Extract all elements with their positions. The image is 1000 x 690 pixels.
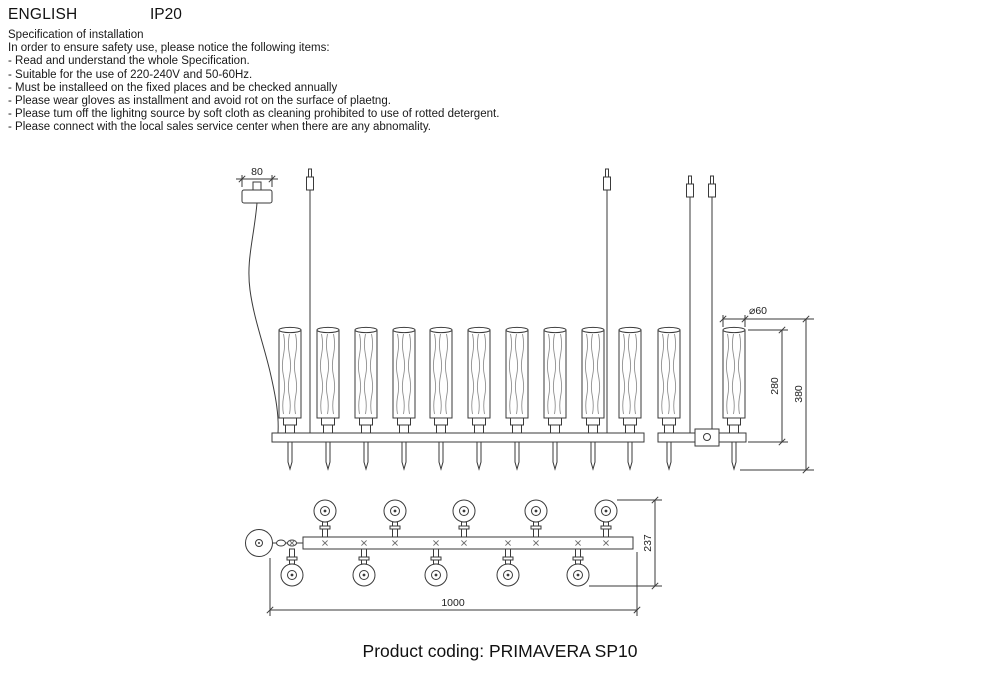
glass-shade <box>618 326 642 434</box>
finial <box>287 441 293 470</box>
glass-shade <box>657 326 681 434</box>
finial <box>514 441 520 470</box>
canopy-top <box>245 529 273 557</box>
spec-item: - Please connect with the local sales se… <box>8 121 431 134</box>
finial <box>666 441 672 470</box>
finial <box>363 441 369 470</box>
power-cord <box>248 202 279 434</box>
dim-label-fixture-height: 380 <box>793 385 805 403</box>
frame-bar-top <box>302 536 634 550</box>
center-hub <box>694 428 720 447</box>
front-view <box>236 168 645 470</box>
top-view <box>245 496 662 616</box>
spec-item: - Read and understand the whole Specific… <box>8 55 250 68</box>
finial <box>476 441 482 470</box>
dim-label-fixture-length: 1000 <box>441 597 465 609</box>
side-view <box>657 175 814 474</box>
ip-rating-label: IP20 <box>150 6 182 23</box>
lamp-row-lower <box>280 539 590 587</box>
suspension-rod <box>708 175 716 433</box>
finial <box>552 441 558 470</box>
dimension-fixture-height <box>740 315 814 474</box>
suspension-rod <box>306 168 314 433</box>
spec-item: - Suitable for the use of 220-240V and 5… <box>8 68 253 81</box>
glass-shade <box>392 326 416 434</box>
dimension-shade-height <box>748 326 788 446</box>
dim-label-shade-diameter: ⌀60 <box>749 305 767 317</box>
chain-links <box>272 539 303 547</box>
finial <box>325 441 331 470</box>
finial <box>401 441 407 470</box>
finial <box>731 441 737 470</box>
suspension-rod <box>603 168 611 433</box>
dimension-fixture-length <box>266 552 641 616</box>
dimension-shade-diameter <box>719 315 814 327</box>
glass-shade <box>581 326 605 434</box>
finial <box>590 441 596 470</box>
finial <box>627 441 633 470</box>
glass-shade <box>278 326 302 434</box>
finial <box>438 441 444 470</box>
glass-shade <box>354 326 378 434</box>
dimension-canopy-width <box>236 175 278 187</box>
spec-title: Specification of installation <box>8 29 144 41</box>
spec-intro: In order to ensure safety use, please no… <box>8 42 330 55</box>
product-coding: Product coding: PRIMAVERA SP10 <box>362 641 638 661</box>
dim-label-fixture-depth: 237 <box>642 534 654 552</box>
glass-shade <box>543 326 567 434</box>
lamp-row-upper <box>313 499 618 547</box>
glass-shade <box>316 326 340 434</box>
spec-item: - Please wear gloves as installment and … <box>8 95 391 108</box>
ceiling-canopy <box>241 181 273 204</box>
glass-shade <box>722 326 746 434</box>
frame-bar <box>271 432 645 443</box>
dim-label-canopy-width: 80 <box>251 166 263 178</box>
glass-shade <box>429 326 453 434</box>
glass-shade <box>467 326 491 434</box>
glass-shade <box>505 326 529 434</box>
language-label: ENGLISH <box>8 6 78 23</box>
dimension-fixture-depth <box>589 496 662 590</box>
spec-item: - Must be installeed on the fixed places… <box>8 81 338 94</box>
installation-spec: Specification of installation In order t… <box>8 29 499 135</box>
spec-item: - Please tum off the lighitng source by … <box>8 108 500 121</box>
dim-label-shade-height: 280 <box>769 377 781 395</box>
suspension-rod <box>686 175 694 433</box>
